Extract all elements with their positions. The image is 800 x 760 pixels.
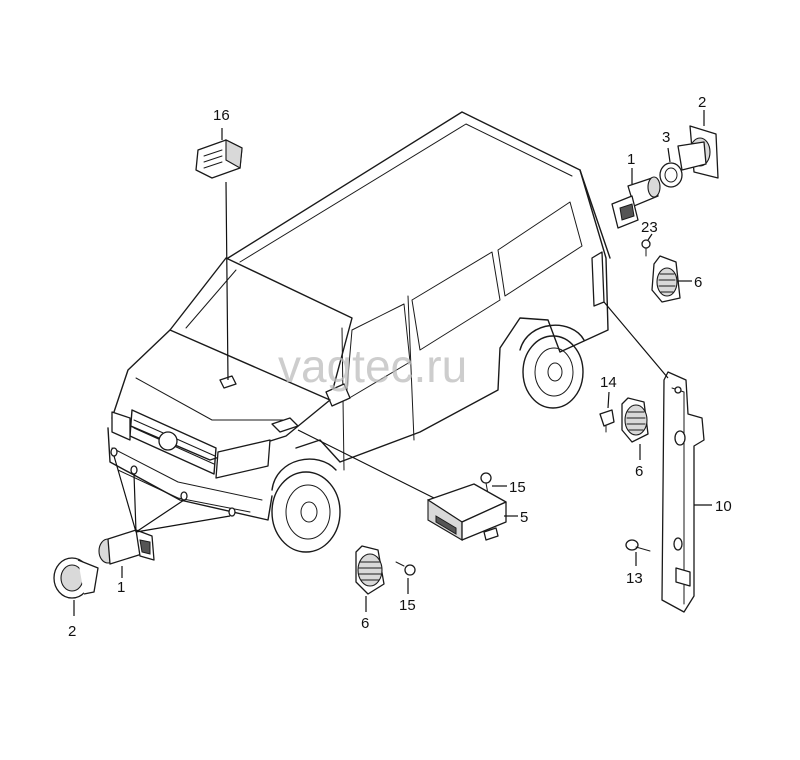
- callout-15-mid: 15: [509, 479, 526, 496]
- callout-13: 13: [626, 570, 643, 587]
- leader-sensors-to-bumper: [113, 455, 231, 533]
- leader-16: [221, 128, 229, 381]
- part-10-bracket: [661, 371, 705, 613]
- part-14-clip: [599, 409, 615, 433]
- watermark: vagtec.ru: [278, 340, 467, 392]
- callout-2-bottom: 2: [68, 623, 76, 640]
- callout-6-top: 6: [694, 274, 702, 291]
- callout-1-bottom: 1: [117, 579, 125, 596]
- part-2-sensor-holder-top: [677, 125, 719, 179]
- callout-2-top: 2: [698, 94, 706, 111]
- part-15-screw-bottom: [395, 561, 416, 576]
- callout-6-mid: 6: [635, 463, 643, 480]
- callout-5: 5: [520, 509, 528, 526]
- leader-module-to-van: [297, 429, 435, 499]
- callout-14: 14: [600, 374, 617, 391]
- leader-3: [667, 147, 671, 163]
- leader-14: [607, 391, 610, 409]
- leader-bracket-to-van: [603, 301, 669, 379]
- callout-6-bottom: 6: [361, 615, 369, 632]
- callout-16: 16: [213, 107, 230, 124]
- leader-23: [647, 233, 653, 241]
- van-illustration: [107, 111, 611, 553]
- callout-15-bottom: 15: [399, 597, 416, 614]
- part-3-ring: [659, 162, 683, 188]
- part-13-bolt: [625, 539, 651, 552]
- part-5-control-module: [427, 483, 507, 541]
- part-16-switch: [195, 139, 243, 179]
- part-6-buzzer-top: [651, 255, 681, 303]
- part-2-sensor-holder-bottom: [53, 557, 99, 599]
- callout-3: 3: [662, 129, 670, 146]
- part-6-buzzer-bottom: [355, 545, 385, 595]
- callout-1-top: 1: [627, 151, 635, 168]
- part-6-buzzer-mid: [621, 397, 649, 443]
- callout-23: 23: [641, 219, 658, 236]
- part-23-bolt: [641, 239, 651, 257]
- part-1-sensor-bottom: [98, 529, 155, 565]
- part-15-screw-mid: [480, 472, 492, 495]
- callout-10: 10: [715, 498, 732, 515]
- part-1-sensor-top: [611, 176, 661, 229]
